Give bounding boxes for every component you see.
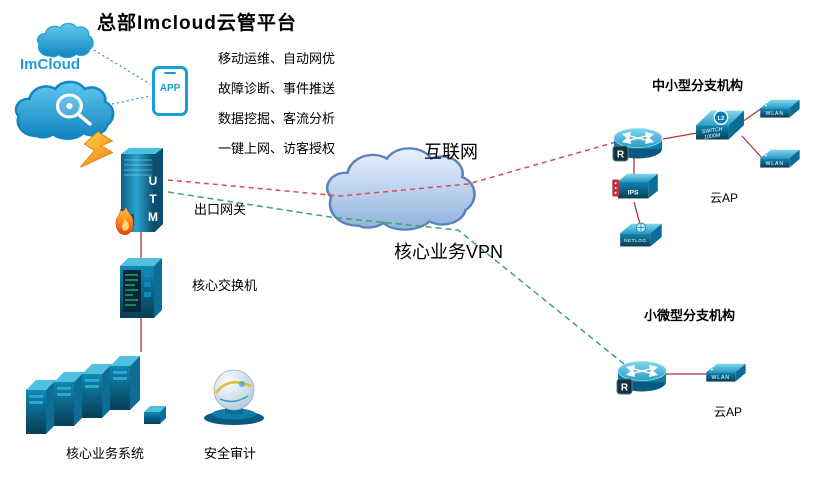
wlan-ap-icon: WLAN — [760, 149, 800, 168]
internet-label: 互联网 — [424, 142, 478, 162]
wlan-label: WLAN — [765, 111, 784, 117]
gateway-label: 出口网关 — [194, 202, 247, 217]
server-cabinet — [26, 380, 56, 434]
servers-label: 核心业务系统 — [66, 446, 145, 461]
branch-small-title: 小微型分支机构 — [644, 308, 736, 323]
wlan-ap-icon: WLAN — [706, 363, 746, 382]
flame-icon — [115, 206, 134, 235]
core-switch-icon — [120, 258, 162, 318]
router-badge: R — [621, 383, 629, 394]
cloud-icon — [36, 22, 94, 59]
switch-label-line2: 1000M — [704, 132, 721, 140]
netlog-icon: NETLOG — [620, 222, 662, 247]
router-icon-medium: R — [612, 128, 663, 162]
wlan-label: WLAN — [711, 375, 730, 381]
switch-label-line1: SWITCH — [701, 126, 723, 135]
app-label: APP — [159, 83, 181, 94]
lightning-icon — [79, 131, 114, 168]
page-title: 总部Imcloud云管平台 — [97, 13, 297, 34]
app-phone-icon: APP — [152, 66, 188, 116]
feature-line-4: 一键上网、访客授权 — [218, 141, 336, 156]
router-icon-small: R — [616, 361, 667, 395]
branch-medium-title: 中小型分支机构 — [652, 78, 744, 93]
netlog-label: NETLOG — [624, 238, 646, 244]
audit-label: 安全审计 — [204, 446, 257, 461]
imcloud-brand-label: ImCloud — [20, 56, 80, 73]
utm-label: UTM — [146, 174, 160, 228]
ips-label: IPS — [628, 190, 639, 197]
vpn-label: 核心业务VPN — [394, 242, 504, 262]
feature-line-3: 数据挖掘、客流分析 — [218, 111, 336, 126]
cloud-ap-label-medium: 云AP — [710, 191, 739, 205]
utm-tower-icon: UTM — [115, 148, 165, 235]
feature-line-1: 移动运维、自动网优 — [218, 51, 336, 66]
l2-badge: L2 — [718, 116, 725, 122]
wlan-ap-icon: WLAN — [760, 99, 800, 118]
cloud-magnifier-icon — [14, 80, 115, 140]
cloud-ap-label-small: 云AP — [714, 405, 743, 419]
ips-icon: IPS — [612, 173, 658, 199]
console-desk-icon — [144, 406, 166, 424]
core-switch-label: 核心交换机 — [192, 278, 258, 293]
l2-switch-icon: L2 SWITCH 1000M — [695, 110, 745, 141]
server-stack-icon — [26, 356, 166, 434]
server-cabinet — [54, 372, 84, 426]
internet-cloud-icon — [325, 147, 476, 231]
feature-line-2: 故障诊断、事件推送 — [218, 81, 336, 96]
server-cabinet — [110, 356, 140, 410]
audit-globe-icon — [204, 369, 264, 425]
router-badge: R — [617, 150, 625, 161]
server-cabinet — [82, 364, 112, 418]
wlan-label: WLAN — [765, 161, 784, 167]
